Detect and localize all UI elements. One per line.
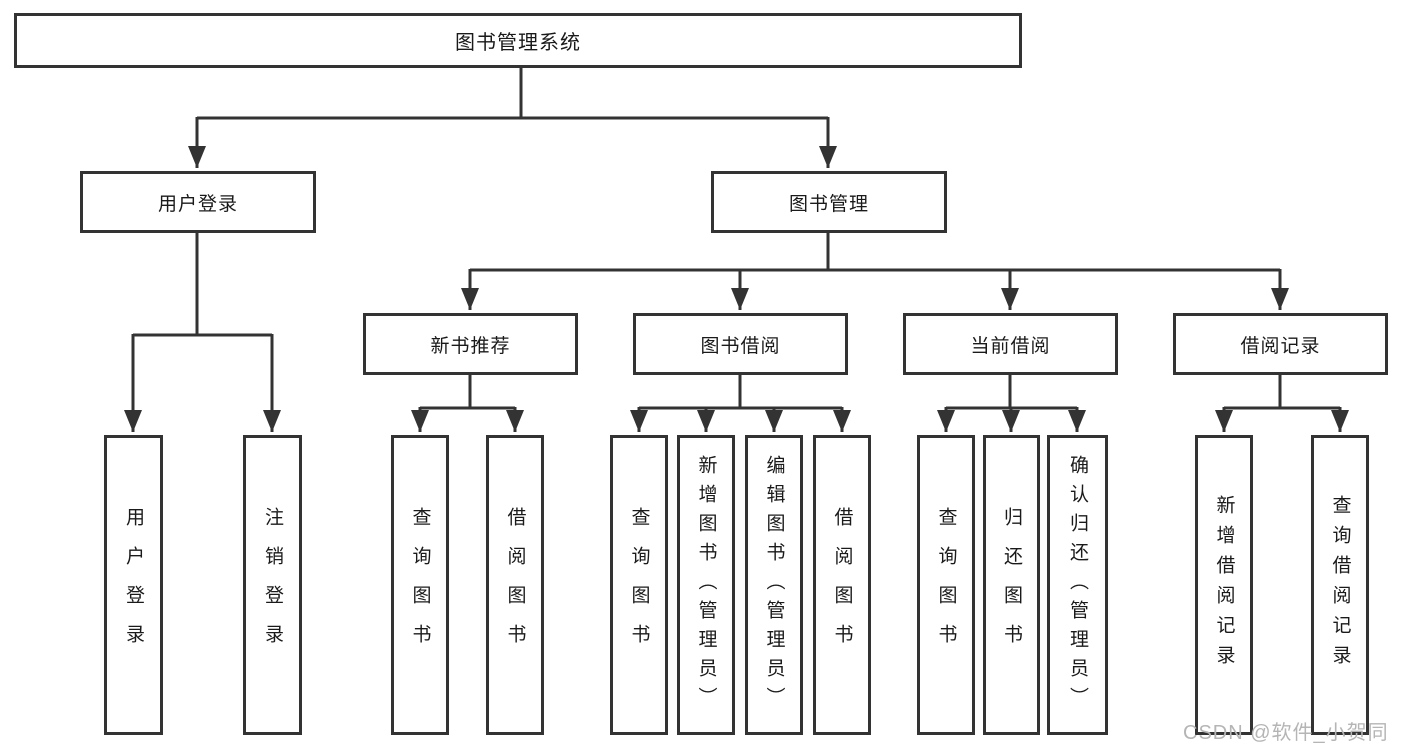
leaf-add-borrow-record: 新增借阅记录 (1195, 435, 1253, 735)
leaf-borrow-query-book: 查询图书 (610, 435, 668, 735)
connector-new-book-to-leaves (411, 375, 524, 432)
node-borrow-records: 借阅记录 (1173, 313, 1388, 375)
leaf-edit-book-admin: 编辑图书（管理员） (745, 435, 803, 735)
leaf-current-query-book: 查询图书 (917, 435, 975, 735)
leaf-query-borrow-record: 查询借阅记录 (1311, 435, 1369, 735)
connector-current-borrow-to-leaves (937, 375, 1086, 432)
connector-borrow-record-to-leaves (1215, 375, 1349, 432)
node-new-book-recommend: 新书推荐 (363, 313, 578, 375)
leaf-return-book: 归还图书 (983, 435, 1040, 735)
node-root-system: 图书管理系统 (14, 13, 1022, 68)
leaf-user-login: 用户登录 (104, 435, 163, 735)
leaf-logout: 注销登录 (243, 435, 302, 735)
connector-user-login-to-leaves (124, 233, 281, 432)
leaf-borrow-book: 借阅图书 (813, 435, 871, 735)
leaf-add-book-admin: 新增图书（管理员） (677, 435, 735, 735)
leaf-newbook-query-book: 查询图书 (391, 435, 449, 735)
connector-book-mgmt-to-modules (461, 233, 1289, 310)
node-book-management: 图书管理 (711, 171, 947, 233)
leaf-newbook-borrow-book: 借阅图书 (486, 435, 544, 735)
node-book-borrow: 图书借阅 (633, 313, 848, 375)
connector-root-to-branches (188, 68, 837, 168)
leaf-confirm-return-admin: 确认归还（管理员） (1047, 435, 1108, 735)
csdn-watermark: CSDN @软件_小贺同学 (1183, 722, 1389, 744)
node-user-login: 用户登录 (80, 171, 316, 233)
connector-book-borrow-to-leaves (630, 375, 851, 432)
node-current-borrow: 当前借阅 (903, 313, 1118, 375)
